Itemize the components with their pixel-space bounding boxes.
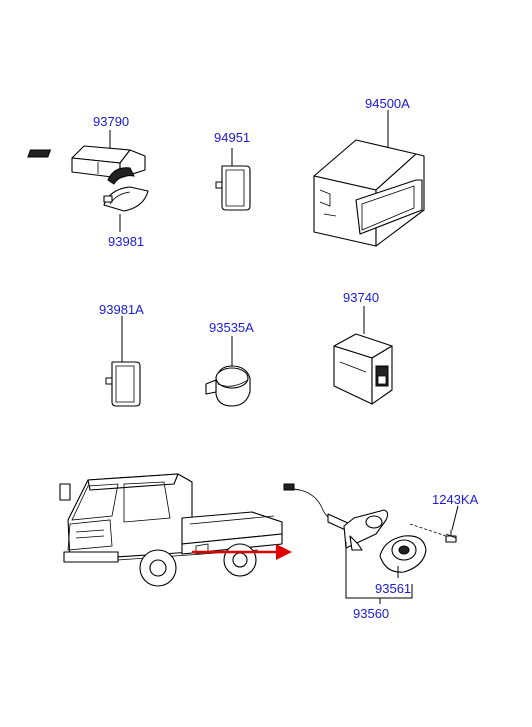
label-94951: 94951	[214, 130, 250, 145]
dash-line-screw	[409, 523, 447, 537]
label-93981: 93981	[108, 234, 144, 249]
part-94500A-housing[interactable]	[313, 139, 425, 247]
location-arrow	[192, 544, 292, 560]
part-93790-switch[interactable]	[27, 145, 146, 185]
label-93740: 93740	[343, 290, 379, 305]
part-94951-plate[interactable]	[215, 165, 251, 211]
label-94500A: 94500A	[365, 96, 410, 111]
label-93561: 93561	[375, 581, 411, 596]
part-93981-lens[interactable]	[103, 186, 149, 212]
label-93535A: 93535A	[209, 320, 254, 335]
part-93561-socket[interactable]	[379, 535, 427, 573]
part-93535A-buzzer[interactable]	[205, 365, 251, 407]
label-1243KA: 1243KA	[432, 492, 479, 507]
leader-1243KA	[451, 505, 459, 531]
label-93981A: 93981A	[99, 302, 144, 317]
part-93560-assembly[interactable]	[283, 483, 389, 551]
part-93740-switch[interactable]	[333, 333, 393, 405]
label-93790: 93790	[93, 114, 129, 129]
truck-illustration	[59, 473, 283, 587]
leader-93560	[345, 542, 413, 599]
part-93981A-plate[interactable]	[105, 361, 141, 407]
part-1243KA-screw[interactable]	[445, 530, 457, 543]
label-93560: 93560	[353, 606, 389, 621]
